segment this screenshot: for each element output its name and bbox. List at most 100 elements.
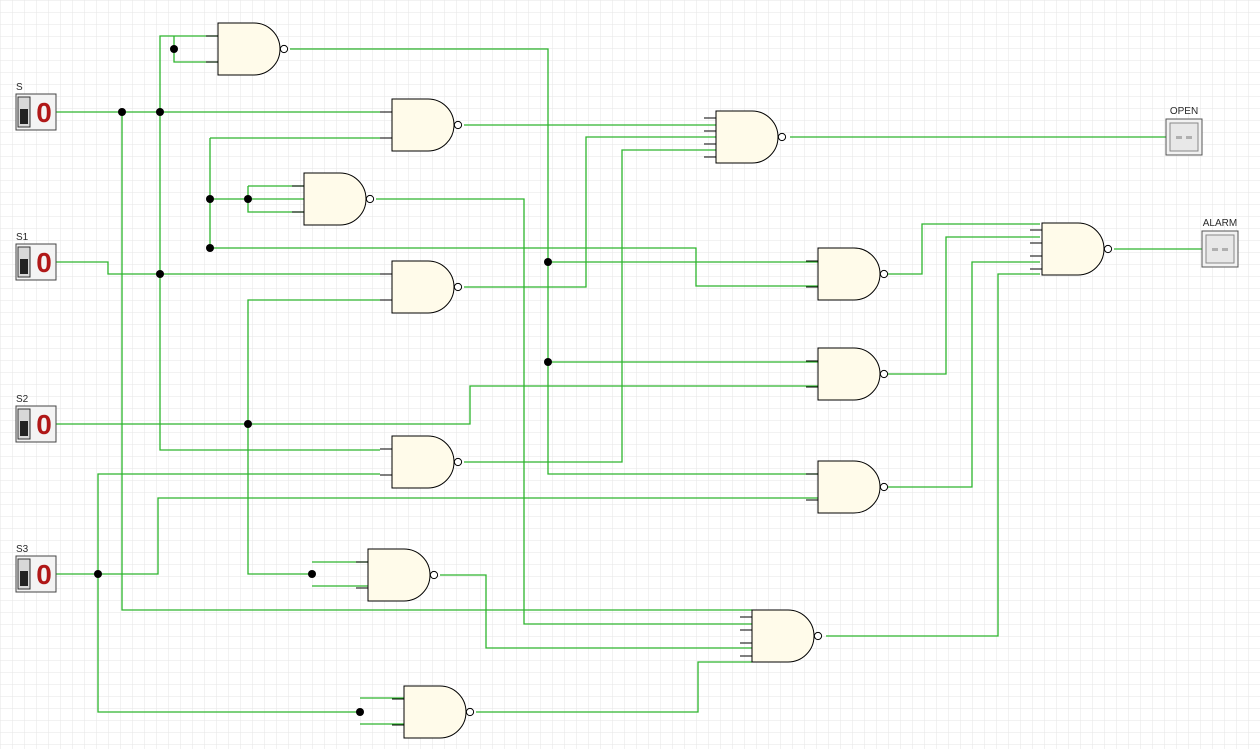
wire bbox=[888, 236, 1040, 375]
wire-junction bbox=[170, 45, 178, 53]
wire bbox=[56, 261, 380, 275]
nand-gate[interactable] bbox=[806, 460, 889, 514]
wire-junction bbox=[244, 420, 252, 428]
wire bbox=[464, 149, 716, 463]
wire-junction bbox=[544, 258, 552, 266]
inversion-bubble bbox=[879, 369, 889, 379]
inversion-bubble bbox=[453, 120, 463, 130]
inversion-bubble bbox=[465, 707, 475, 717]
led-segment bbox=[1186, 136, 1192, 139]
wire-junction bbox=[244, 195, 252, 203]
switch-value: 0 bbox=[36, 409, 52, 440]
wire bbox=[476, 661, 752, 713]
wire bbox=[440, 574, 752, 649]
nand-gate[interactable] bbox=[292, 172, 375, 226]
led-label: OPEN bbox=[1170, 106, 1198, 117]
wire bbox=[56, 497, 818, 575]
wire-junction bbox=[206, 244, 214, 252]
switch-value: 0 bbox=[36, 247, 52, 278]
output-led-open[interactable]: OPEN bbox=[1165, 106, 1203, 156]
input-switch-s2[interactable]: S2 0 bbox=[15, 394, 57, 443]
inversion-bubble bbox=[813, 631, 823, 641]
inversion-bubble bbox=[879, 269, 889, 279]
inversion-bubble bbox=[429, 570, 439, 580]
led-segment bbox=[1212, 248, 1218, 251]
wire bbox=[888, 223, 1040, 275]
nand-gate[interactable] bbox=[380, 98, 463, 152]
switch-lever bbox=[20, 421, 28, 436]
output-leds: OPEN ALARM bbox=[1165, 106, 1239, 268]
switch-value: 0 bbox=[36, 97, 52, 128]
wire-junction bbox=[156, 270, 164, 278]
input-switch-s3[interactable]: S3 0 bbox=[15, 544, 57, 593]
wire-junction bbox=[544, 358, 552, 366]
switch-value: 0 bbox=[36, 559, 52, 590]
nand-gate-body bbox=[391, 435, 455, 489]
nand-gate[interactable] bbox=[806, 347, 889, 401]
wire-junction bbox=[356, 708, 364, 716]
nand-gate[interactable] bbox=[356, 548, 439, 602]
led-display bbox=[1205, 234, 1235, 264]
wire bbox=[97, 473, 380, 574]
wire-junction bbox=[308, 570, 316, 578]
inversion-bubble bbox=[453, 457, 463, 467]
wire bbox=[464, 136, 716, 288]
switch-lever bbox=[20, 259, 28, 274]
gates bbox=[206, 22, 1113, 739]
led-display bbox=[1169, 122, 1199, 152]
inversion-bubble bbox=[1103, 244, 1113, 254]
wires bbox=[56, 35, 1202, 725]
switch-label: S3 bbox=[16, 544, 29, 555]
input-switch-s1[interactable]: S1 0 bbox=[15, 232, 57, 281]
inversion-bubble bbox=[453, 282, 463, 292]
wire bbox=[888, 261, 1040, 488]
inversion-bubble bbox=[279, 44, 289, 54]
nand-gate[interactable] bbox=[806, 247, 889, 301]
wire bbox=[247, 186, 306, 213]
nand-gate-body bbox=[403, 685, 467, 739]
output-led-alarm[interactable]: ALARM bbox=[1201, 218, 1239, 268]
wire-junction bbox=[206, 195, 214, 203]
wire bbox=[210, 247, 818, 287]
wire bbox=[376, 198, 752, 625]
led-segment bbox=[1176, 136, 1182, 139]
nand-gate-body bbox=[715, 110, 779, 164]
wire bbox=[56, 385, 818, 425]
switch-label: S2 bbox=[16, 394, 29, 405]
wire bbox=[159, 35, 218, 112]
nand-gate[interactable] bbox=[704, 110, 787, 164]
nand-gate-body bbox=[1041, 222, 1105, 276]
wire-junction bbox=[118, 108, 126, 116]
nand-gate-body bbox=[817, 347, 881, 401]
nand-gate[interactable] bbox=[380, 435, 463, 489]
nand-gate[interactable] bbox=[392, 685, 475, 739]
led-label: ALARM bbox=[1203, 218, 1237, 229]
nand-gate-body bbox=[367, 548, 431, 602]
led-segment bbox=[1222, 248, 1228, 251]
nand-gate[interactable] bbox=[380, 260, 463, 314]
inversion-bubble bbox=[777, 132, 787, 142]
nand-gate[interactable] bbox=[740, 609, 823, 663]
nand-gate-body bbox=[817, 460, 881, 514]
inversion-bubble bbox=[365, 194, 375, 204]
nand-gate-body bbox=[217, 22, 281, 76]
nand-gate-body bbox=[391, 260, 455, 314]
switch-label: S bbox=[16, 82, 23, 93]
nand-gate-body bbox=[751, 609, 815, 663]
wire-junction bbox=[156, 108, 164, 116]
nand-gate[interactable] bbox=[206, 22, 289, 76]
switch-label: S1 bbox=[16, 232, 29, 243]
wire bbox=[173, 36, 218, 63]
nand-gate[interactable] bbox=[1030, 222, 1113, 276]
wire bbox=[97, 574, 360, 713]
wire bbox=[159, 112, 380, 451]
nand-gate-body bbox=[391, 98, 455, 152]
nand-gate-body bbox=[303, 172, 367, 226]
switch-lever bbox=[20, 109, 28, 124]
input-switch-s[interactable]: S0 bbox=[15, 82, 57, 131]
switch-lever bbox=[20, 571, 28, 586]
wire bbox=[121, 112, 752, 611]
wire bbox=[247, 299, 380, 424]
